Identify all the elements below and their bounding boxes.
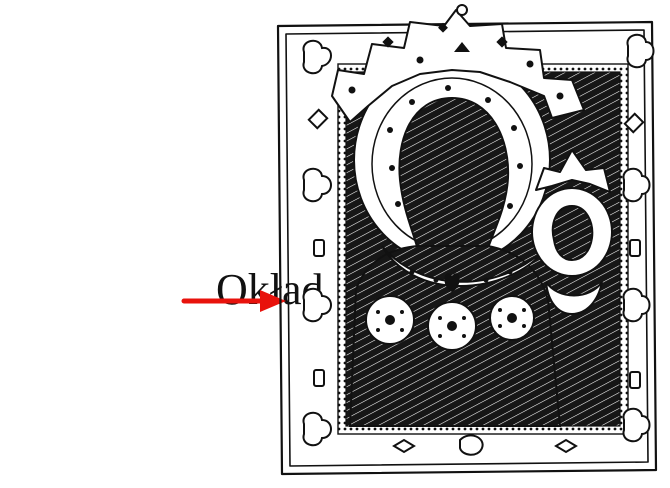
child-face (551, 204, 594, 262)
halo-dots (387, 85, 523, 209)
child-crown (535, 149, 611, 193)
frame-ornaments (302, 33, 655, 456)
rosette-centers (376, 308, 526, 338)
oklad-frame (276, 20, 658, 476)
mary-face (398, 96, 510, 263)
crown-jewels (348, 22, 564, 100)
necklace-dots (409, 269, 513, 283)
arrow-head (260, 290, 286, 312)
crown (331, 4, 585, 123)
child-collar (545, 281, 603, 316)
necklace-heart (444, 273, 460, 292)
necklace (381, 245, 545, 288)
